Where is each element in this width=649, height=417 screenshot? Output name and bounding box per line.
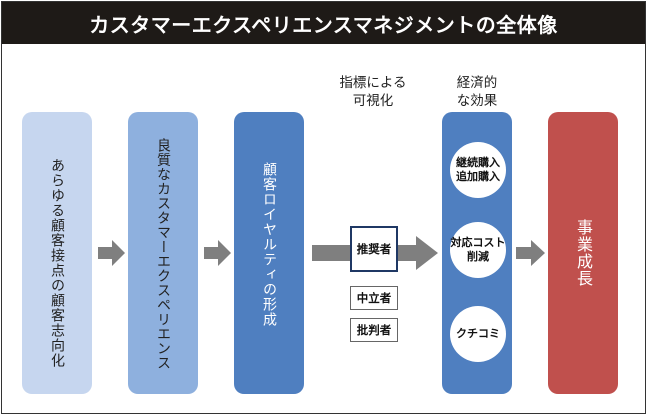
arrow-right-icon bbox=[98, 240, 125, 266]
business-growth-label: 事業成長 bbox=[574, 219, 593, 287]
indicator-heading-line2: 可視化 bbox=[352, 93, 394, 109]
promoter-label: 推奨者 bbox=[356, 242, 392, 256]
page-title: カスタマーエクスペリエンスマネジメントの全体像 bbox=[2, 2, 645, 44]
economic-heading-line2: な効果 bbox=[456, 93, 498, 109]
effect-3-line1: クチコミ bbox=[456, 327, 500, 340]
stage-customer-experience-label: 良質なカスタマーエクスペリエンス bbox=[155, 138, 171, 370]
arrow-right-icon bbox=[516, 240, 545, 266]
effect-2-line2: 削減 bbox=[467, 250, 489, 263]
promoter-box: 推奨者 bbox=[350, 226, 398, 272]
detractor-box: 批判者 bbox=[350, 318, 398, 342]
stage-loyalty-label: 顧客ロイヤルティの形成 bbox=[261, 162, 277, 327]
effect-1-line2: 追加購入 bbox=[456, 170, 500, 183]
stage-customer-experience-box: 良質なカスタマーエクスペリエンス bbox=[128, 112, 198, 394]
effect-1-line1: 継続購入 bbox=[456, 156, 500, 169]
word-of-mouth-circle: クチコミ bbox=[450, 306, 506, 362]
passive-label: 中立者 bbox=[356, 291, 392, 305]
effect-2-line1: 対応コスト bbox=[450, 236, 506, 249]
stage-touchpoints-label: あらゆる顧客接点の顧客志向化 bbox=[49, 158, 65, 368]
detractor-label: 批判者 bbox=[356, 323, 392, 337]
business-growth-box: 事業成長 bbox=[548, 112, 618, 394]
stage-touchpoints-box: あらゆる顧客接点の顧客志向化 bbox=[22, 112, 92, 394]
economic-heading-line1: 経済的 bbox=[456, 75, 498, 91]
indicator-heading: 指標による 可視化 bbox=[318, 74, 428, 110]
passive-box: 中立者 bbox=[350, 286, 398, 310]
arrow-right-icon bbox=[204, 240, 231, 266]
cost-reduction-circle: 対応コスト 削減 bbox=[450, 222, 506, 278]
indicator-heading-line1: 指標による bbox=[339, 75, 407, 91]
economic-heading: 経済的 な効果 bbox=[422, 74, 532, 110]
stage-loyalty-box: 顧客ロイヤルティの形成 bbox=[234, 112, 304, 394]
repeat-purchase-circle: 継続購入 追加購入 bbox=[450, 142, 506, 198]
